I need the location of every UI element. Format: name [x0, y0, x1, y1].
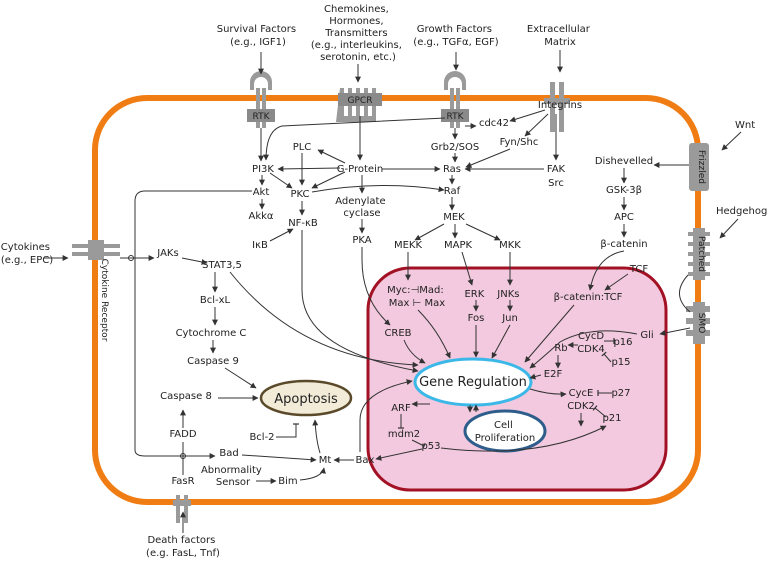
apoptosis-label: Apoptosis [274, 392, 338, 407]
node-b-catenin: β-catenin [600, 239, 647, 250]
cell-membrane [92, 95, 701, 505]
node-bcl-2: Bcl-2 [249, 432, 274, 443]
rtk-label-2: RTK [447, 112, 465, 122]
gene-regulation-oval: Gene Regulation [413, 357, 533, 407]
node-nf-kb: NF-κB [288, 218, 318, 229]
integrins-label: Integrins [538, 100, 582, 111]
gene-regulation-label: Gene Regulation [419, 375, 527, 390]
patched-receptor: Patched [688, 228, 710, 280]
node-e2f: E2F [544, 369, 563, 380]
node-abnormality-sensor: Abnormality Sensor [201, 465, 265, 488]
node-arf: ARF [391, 403, 411, 414]
node-fadd: FADD [169, 429, 196, 440]
node-caspase-8: Caspase 8 [160, 391, 212, 402]
node-stat35: STAT3,5 [202, 260, 242, 271]
node-cyce: CycE [569, 388, 594, 399]
smo-label: SMO [696, 313, 706, 334]
node-pi3k: PI3K [252, 164, 274, 175]
node-cdk4: CDK4 [577, 344, 605, 355]
node-fyn-shc: Fyn/Shc [500, 137, 539, 148]
node-jnks-jun: JNKs Jun [496, 289, 522, 324]
chemokines-label: Chemokines, Hormones, Transmitters (e.g.… [311, 4, 405, 63]
node-myc-mad-max: Myc:⊣Mad: Max ⊢ Max [387, 285, 447, 309]
node-gli: Gli [640, 330, 653, 341]
node-mkk: MKK [499, 240, 521, 251]
cytokines-label: Cytokines (e.g., EPC) [1, 242, 53, 266]
node-adenylate-cyclase: Adenylate cyclase [335, 196, 389, 219]
node-cycd: CycD [578, 331, 604, 342]
node-pkc: PKC [290, 189, 309, 200]
frizzled-receptor: Frizzled [689, 143, 709, 191]
cytokine-receptor-label: Cytokine Receptor [99, 259, 109, 342]
node-mt: Mt [319, 455, 332, 466]
node-bad: Bad [219, 448, 238, 459]
integrins-receptor [544, 82, 570, 132]
rtk-label-1: RTK [253, 112, 271, 122]
fasr-receptor: FasR [171, 476, 195, 523]
node-pka: PKA [352, 235, 371, 246]
node-plc: PLC [293, 142, 312, 153]
node-raf: Raf [444, 186, 461, 197]
rtk-receptor-2: RTK [441, 71, 469, 128]
node-erk-fos: ERK Fos [464, 289, 487, 324]
cell-proliferation-oval: Cell Proliferation [463, 409, 547, 453]
node-grb2-sos: Grb2/SOS [431, 142, 480, 153]
node-src: Src [548, 178, 564, 189]
wnt-label: Wnt [735, 120, 755, 131]
node-bax: Bax [356, 455, 375, 466]
node-cdk2: CDK2 [567, 401, 595, 412]
node-p53: p53 [421, 441, 440, 452]
node-akka: Akkα [248, 211, 273, 222]
node-rb: Rb [554, 343, 567, 354]
fasr-label: FasR [171, 476, 194, 487]
node-jaks: JAKs [156, 248, 178, 259]
node-tcf: TCF [629, 264, 649, 275]
node-fak: FAK [547, 164, 566, 175]
apoptosis-oval: Apoptosis [259, 379, 353, 417]
node-b-catenin-tcf: β-catenin:TCF [554, 292, 623, 303]
node-caspase-9: Caspase 9 [187, 356, 239, 367]
node-apc: APC [614, 212, 634, 223]
node-cytochrome-c: Cytochrome C [176, 328, 247, 339]
smo-receptor: SMO [686, 302, 710, 344]
node-akt: Akt [253, 187, 270, 198]
node-mek: MEK [443, 212, 465, 223]
survival-factors-label: Survival Factors (e.g., IGF1) [217, 24, 300, 48]
node-p27: p27 [611, 388, 630, 399]
growth-factors-label: Growth Factors (e.g., TGFα, EGF) [413, 24, 498, 48]
frizzled-label: Frizzled [696, 150, 706, 184]
cytokine-receptor: Cytokine Receptor [72, 240, 120, 342]
node-cdc42: cdc42 [479, 118, 509, 129]
node-creb: CREB [384, 328, 411, 339]
cell-proliferation-label: Cell Proliferation [475, 420, 536, 444]
gpcr-receptor: GPCR [336, 88, 382, 122]
node-bim: Bim [278, 476, 297, 487]
rtk-receptor-1: RTK [247, 71, 275, 128]
node-mekk: MEKK [394, 240, 423, 251]
gpcr-label: GPCR [348, 96, 373, 106]
node-g-protein: G-Protein [337, 164, 383, 175]
node-bcl-xl: Bcl-xL [200, 295, 231, 306]
node-p16: p16 [613, 337, 632, 348]
node-p15: p15 [611, 357, 630, 368]
node-ikb: IκB [252, 240, 268, 251]
node-mdm2: mdm2 [388, 429, 420, 440]
node-p21: p21 [602, 413, 621, 424]
patched-label: Patched [696, 236, 706, 272]
node-ras: Ras [443, 164, 461, 175]
node-mapk: MAPK [444, 240, 472, 251]
death-factors-label: Death factors (e.g. FasL, Tnf) [146, 535, 220, 559]
pathway-edges [44, 50, 742, 533]
extracellular-matrix-label: Extracellular Matrix [527, 24, 593, 48]
node-gsk3b: GSK-3β [606, 185, 642, 196]
hedgehog-label: Hedgehog [716, 206, 767, 217]
node-dishevelled: Dishevelled [595, 156, 653, 167]
